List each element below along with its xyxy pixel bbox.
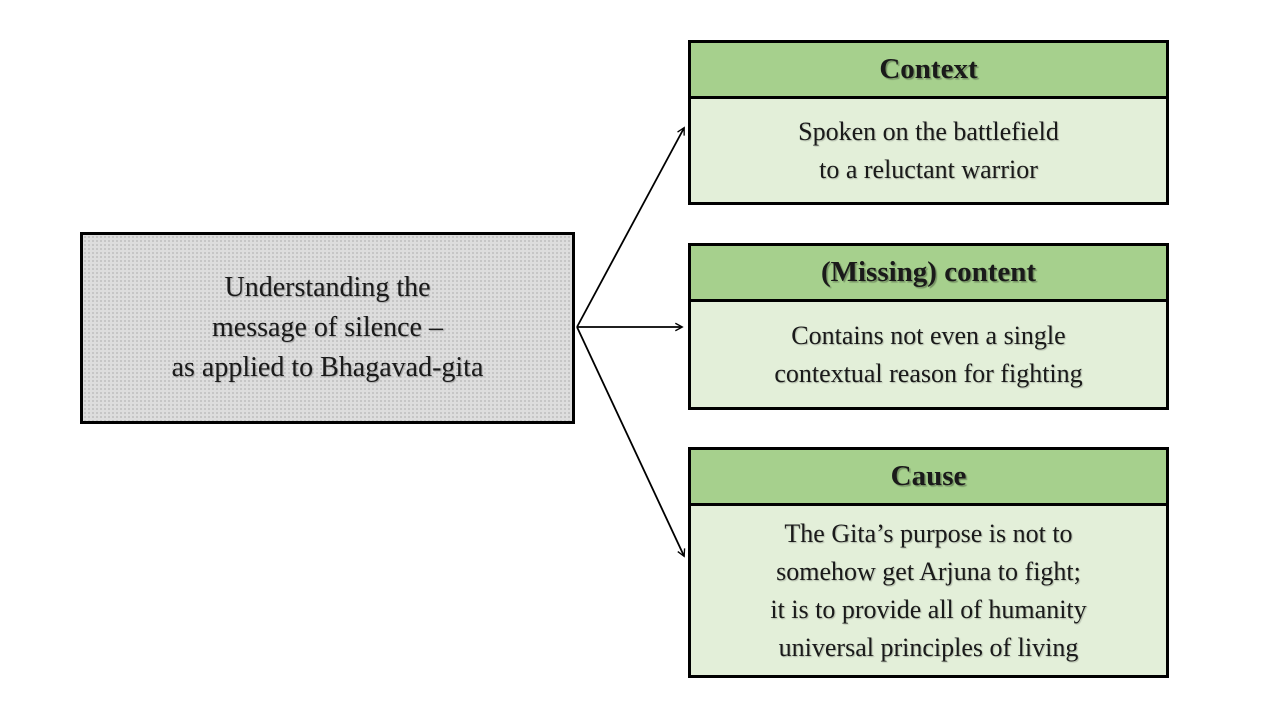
branch-body-line: somehow get Arjuna to fight; — [776, 556, 1081, 586]
source-box-line: as applied to Bhagavad-gita — [171, 352, 484, 383]
branch-body-line: contextual reason for fighting — [774, 358, 1083, 388]
branch-box-cause: Cause The Gita’s purpose is not to someh… — [688, 447, 1169, 678]
arrow-to-cause — [576, 326, 684, 556]
branch-box-context: Context Spoken on the battlefield to a r… — [688, 40, 1169, 205]
branch-body-context: Spoken on the battlefield to a reluctant… — [691, 99, 1166, 202]
source-box-line: message of silence – — [212, 312, 443, 343]
branch-box-missing-content: (Missing) content Contains not even a si… — [688, 243, 1169, 410]
branch-body-line: Spoken on the battlefield — [798, 116, 1059, 146]
branch-body-line: it is to provide all of humanity — [770, 594, 1087, 624]
branch-body-line: The Gita’s purpose is not to — [784, 518, 1073, 548]
branch-header-context: Context — [691, 43, 1166, 99]
source-box-line: Understanding the — [224, 272, 431, 303]
branch-body-line: Contains not even a single — [791, 320, 1066, 350]
arrow-to-context — [576, 128, 684, 328]
branch-header-missing-content: (Missing) content — [691, 246, 1166, 302]
branch-header-cause: Cause — [691, 450, 1166, 506]
branch-body-missing-content: Contains not even a single contextual re… — [691, 302, 1166, 407]
branch-body-cause: The Gita’s purpose is not to somehow get… — [691, 506, 1166, 675]
source-box: Understanding the message of silence – a… — [80, 232, 575, 424]
branch-body-line: to a reluctant warrior — [819, 154, 1038, 184]
branch-body-line: universal principles of living — [778, 632, 1079, 662]
